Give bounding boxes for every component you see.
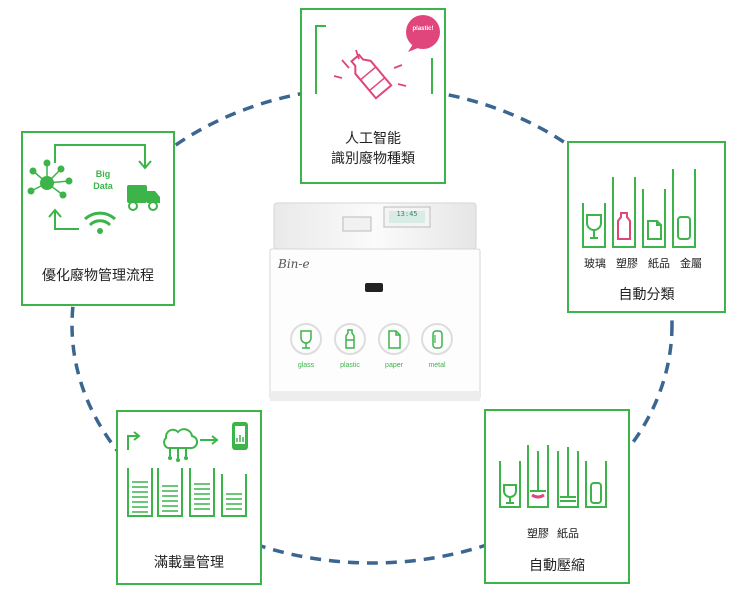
bin-label-plastic: plastic: [340, 362, 360, 369]
ai-recognition-illustration: [315, 15, 440, 100]
big-data-text-1: Big: [95, 169, 111, 179]
compress-label-plastic: 塑膠: [527, 527, 549, 540]
bin-button-paper[interactable]: [378, 323, 410, 355]
bin-e-device-drawing: [269, 202, 481, 401]
bottle-icon: [350, 53, 393, 100]
bottle-icon: [345, 329, 355, 349]
waste-card-title: 優化廢物管理流程: [42, 268, 154, 284]
ai-bubble-text: plastic!: [412, 26, 434, 32]
network-icon: [27, 159, 73, 199]
card-auto-sorting: 玻璃 塑膠 紙品 金屬 自動分類: [567, 141, 726, 313]
sort-card-title: 自動分類: [618, 287, 675, 303]
auto-sorting-illustration: [582, 169, 696, 248]
compress-card-title: 自動壓縮: [529, 558, 585, 574]
bin-button-glass[interactable]: [290, 323, 322, 355]
sort-label-plastic: 塑膠: [616, 257, 638, 270]
bin-label-paper: paper: [385, 362, 403, 369]
bin-button-metal[interactable]: [421, 323, 453, 355]
paper-icon: [388, 330, 401, 349]
big-data-text-2: Data: [93, 181, 113, 191]
compress-label-paper: 紙品: [557, 527, 579, 540]
bin-label-metal: metal: [428, 362, 446, 369]
bin-e-logo: Bin-e: [278, 257, 310, 271]
waste-management-illustration: [27, 144, 160, 234]
sort-label-metal: 金屬: [680, 257, 702, 270]
card-ai-recognition: plastic! 人工智能 識別廢物種類: [300, 8, 446, 184]
speech-bubble-icon: [406, 15, 440, 49]
card-fill-level: 滿載量管理: [116, 410, 262, 585]
bin-e-display: 13:45: [396, 210, 418, 218]
can-icon: [432, 330, 443, 349]
phone-icon: [232, 422, 248, 450]
card-auto-compression: 塑膠 紙品 自動壓縮: [484, 409, 630, 584]
fill-level-illustration: [127, 422, 248, 517]
card-waste-management: Big Data 優化廢物管理流程: [21, 131, 175, 306]
ai-card-title-1: 人工智能: [345, 131, 401, 147]
sort-label-glass: 玻璃: [584, 257, 606, 270]
glass-icon: [300, 330, 312, 349]
bin-e-device: Bin-e 13:45 glass plastic paper metal: [268, 201, 482, 404]
auto-compression-illustration: [499, 445, 607, 508]
fill-card-title: 滿載量管理: [154, 555, 224, 571]
bin-label-glass: glass: [297, 362, 315, 369]
sort-label-paper: 紙品: [648, 257, 670, 270]
wifi-icon: [83, 211, 117, 227]
bin-button-plastic[interactable]: [334, 323, 366, 355]
ai-card-title-2: 識別廢物種類: [331, 151, 415, 167]
truck-icon: [127, 185, 160, 211]
